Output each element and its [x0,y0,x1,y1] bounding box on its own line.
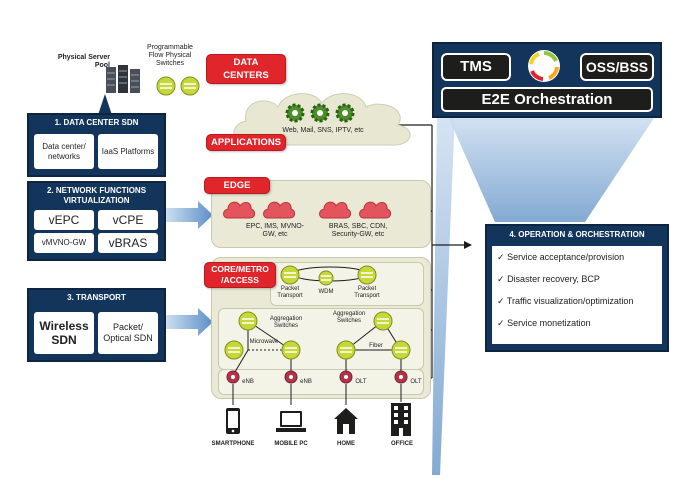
smartphone-icon [226,408,240,434]
laptop-icon [276,411,306,432]
device-label: OFFICE [391,441,413,447]
edge-clouds [223,201,392,219]
home-icon [334,408,358,434]
device-label: SMARTPHONE [211,441,255,447]
data-centers-tag: DATA CENTERS [206,54,286,84]
transport-title: 3. TRANSPORT [67,293,126,302]
wdm-label: WDM [318,289,334,295]
operation-item: ✓ Traffic visualization/optimization [497,296,633,307]
check-icon: ✓ [497,318,505,328]
dc-sdn-box: 1. DATA CENTER SDN Data center/ networks… [27,113,166,177]
edge-desc-epc: EPC, IMS, MVNO-GW, etc [246,223,304,238]
enb-node-icon [284,370,298,384]
fiber-label: Fiber [369,343,383,349]
edge-desc-bras: BRAS, SBC, CDN, Security-GW, etc [328,223,388,238]
oss-bss-label: OSS/BSS [580,53,654,81]
operation-item-text: Service monetization [507,318,591,328]
funnel-right [446,112,658,222]
operation-item: ✓ Disaster recovery, BCP [497,274,600,285]
microwave-label: Microwave [249,339,279,345]
enb-node-icon [226,370,240,384]
access-switch-icon [281,340,301,360]
packet-transport-switch-icon [357,265,377,285]
applications-desc: Web, Mail, SNS, IPTV, etc [282,127,364,134]
tms-label: TMS [441,53,511,81]
aggregation-label-right: Aggregation Switches [332,311,366,324]
switch-icon [156,76,176,96]
aggregation-switch-icon [238,311,258,331]
check-icon: ✓ [497,252,505,262]
packet-transport-label-1: Packet Transport [277,286,303,299]
access-inner [218,369,424,395]
switch-icon [180,76,200,96]
wdm-switch-icon [318,270,334,286]
operation-item: ✓ Service monetization [497,318,591,329]
flow-switches-label: Programmable Flow Physical Switches [147,44,193,67]
dc-sdn-title: 1. DATA CENTER SDN [54,118,139,127]
access-switch-icon [391,340,411,360]
server-pool-label: Physical Server Pool [57,54,110,69]
operation-item: ✓ Service acceptance/provision [497,252,624,263]
device-label: MOBILE PC [274,441,308,447]
operation-item-text: Traffic visualization/optimization [506,296,634,306]
e2e-label: E2E Orchestration [441,87,653,112]
operation-title: 4. OPERATION & ORCHESTRATION [509,230,645,239]
server-rack-icon [106,65,140,93]
packet-transport-switch-icon [280,265,300,285]
olt-node-icon [339,370,353,384]
operation-item-text: Service acceptance/provision [507,252,625,262]
device-label: HOME [337,441,355,447]
vcpe-cell: vCPE [98,210,158,230]
dc-networks-cell: Data center/ networks [34,134,94,169]
vbras-cell: vBRAS [98,233,158,253]
operation-box: 4. OPERATION & ORCHESTRATION ✓ Service a… [485,224,669,352]
packet-optical-sdn-cell: Packet/ Optical SDN [98,312,158,354]
aggregation-label-left: Aggregation Switches [269,316,303,329]
applications-tag: APPLICATIONS [206,134,286,151]
vmvno-gw-cell: vMVNO-GW [34,233,94,253]
nfv-title: 2. NETWORK FUNCTIONS VIRTUALIZATION [46,186,147,205]
packet-transport-label-2: Packet Transport [354,286,380,299]
access-node-label: eNB [300,379,312,385]
wireless-sdn-cell: Wireless SDN [34,312,94,354]
nfv-box: 2. NETWORK FUNCTIONS VIRTUALIZATION vEPC… [27,181,166,261]
access-switch-icon [336,340,356,360]
aggregation-switch-icon [373,311,393,331]
check-icon: ✓ [497,296,505,306]
access-node-label: eNB [242,379,254,385]
olt-node-icon [394,370,408,384]
gear-icon [285,103,305,123]
vepc-cell: vEPC [34,210,94,230]
core-tag: CORE/METRO /ACCESS [204,262,276,288]
access-node-label: OLT [410,379,422,385]
operation-item-text: Disaster recovery, BCP [507,274,600,284]
access-switch-icon [224,340,244,360]
gear-icon [310,103,330,123]
edge-tag: EDGE [204,177,270,194]
operation-list: ✓ Service acceptance/provision ✓ Disaste… [492,246,662,344]
transport-box: 3. TRANSPORT Wireless SDN Packet/ Optica… [27,288,166,362]
funnel-left [432,112,455,475]
access-node-label: OLT [355,379,367,385]
orchestration-cycle-icon [528,50,560,82]
check-icon: ✓ [497,274,505,284]
office-building-icon [391,403,411,436]
arrow-nfv [165,201,213,229]
iaas-platforms-cell: IaaS Platforms [98,134,158,169]
pool-connector [97,94,113,118]
arrow-transport [165,308,213,336]
gear-icon [335,103,355,123]
